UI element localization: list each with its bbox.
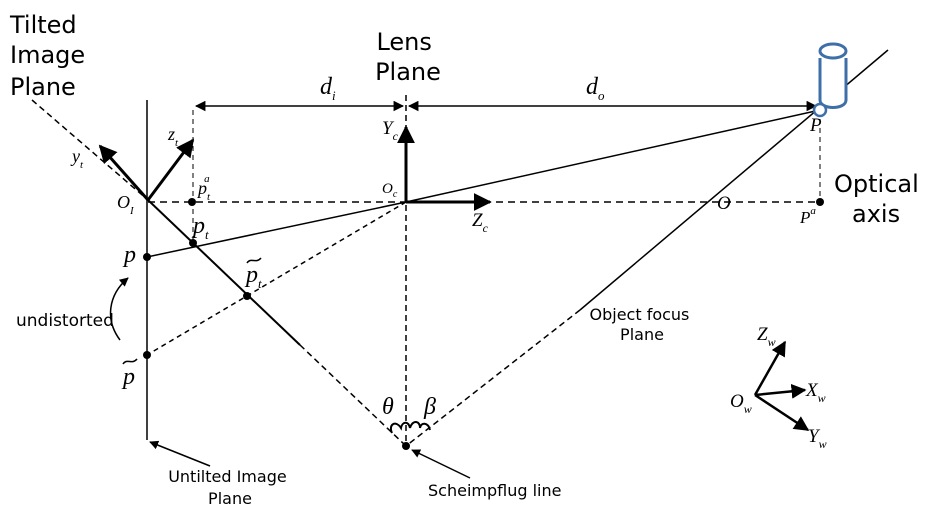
zw-label: Zw [757,324,776,349]
yc-label: Yc [382,118,399,143]
yt-axis-arrow [98,144,150,201]
di-label: di [320,74,336,103]
lens-plane-label: Lens Plane [375,28,441,86]
tilted-image-plane-dashed [31,99,149,201]
point-pt-tilde [243,292,251,300]
yw-label: Yw [808,426,827,451]
optical-axis-label: Optical axis [834,170,926,228]
object-focus-label: Object focus Plane [590,305,695,344]
untilted-pointer-arrow [149,440,211,467]
scheimpflug-label: Scheimpflug line [428,481,561,500]
pa-label: Pa [799,205,816,227]
point-pta [188,198,196,206]
object-focus-plane-dashed [405,309,581,447]
p-tilde-mark [122,358,138,365]
p-tilde-label: p [121,364,135,390]
point-p [143,253,151,261]
do-label: do [586,74,605,103]
xw-label: Xw [805,380,826,405]
yw-axis-arrow [754,393,810,432]
yt-label: yt [70,146,84,171]
tilted-plane-label: Tilted Image Plane [9,11,93,101]
point-pt [189,239,197,247]
oi-label: OI [117,192,135,217]
pt-label: pt [191,213,209,242]
beta-angle-arc [409,421,431,431]
zc-label: Zc [472,210,489,235]
pta-label: pta [196,173,211,203]
ray-lens-to-p [146,201,407,258]
pt-tilde-mark [246,257,262,264]
beta-label: β [423,394,436,420]
zt-label: zt [167,124,179,149]
p-label: p [122,242,136,268]
oc-label: Oc [382,181,398,200]
P-label: P [809,115,822,136]
point-p-tilde [143,351,151,359]
point-pa [816,198,824,206]
object-cylinder [812,42,848,118]
scheimpflug-pointer-arrow [411,449,471,479]
point-scheimpflug [402,442,410,450]
O-label: O [717,193,731,214]
theta-angle-arc [390,421,411,434]
theta-label: θ [382,394,394,420]
untilted-plane-label: Untilted Image Plane [168,467,292,508]
zt-axis-arrow [146,138,195,201]
ow-label: Ow [730,391,752,416]
xw-axis-arrow [754,383,807,399]
zw-axis-arrow [753,340,787,396]
tilted-image-plane-to-scheimpflug [299,344,407,447]
tilted-image-plane-solid [147,199,301,346]
pt-tilde-label: pt [244,262,262,291]
ray-lens-to-p-tilde [146,201,407,356]
undistorted-curved-arrow [109,277,129,341]
undistorted-label: undistorted [16,311,114,331]
ray-object-to-lens [405,109,821,203]
